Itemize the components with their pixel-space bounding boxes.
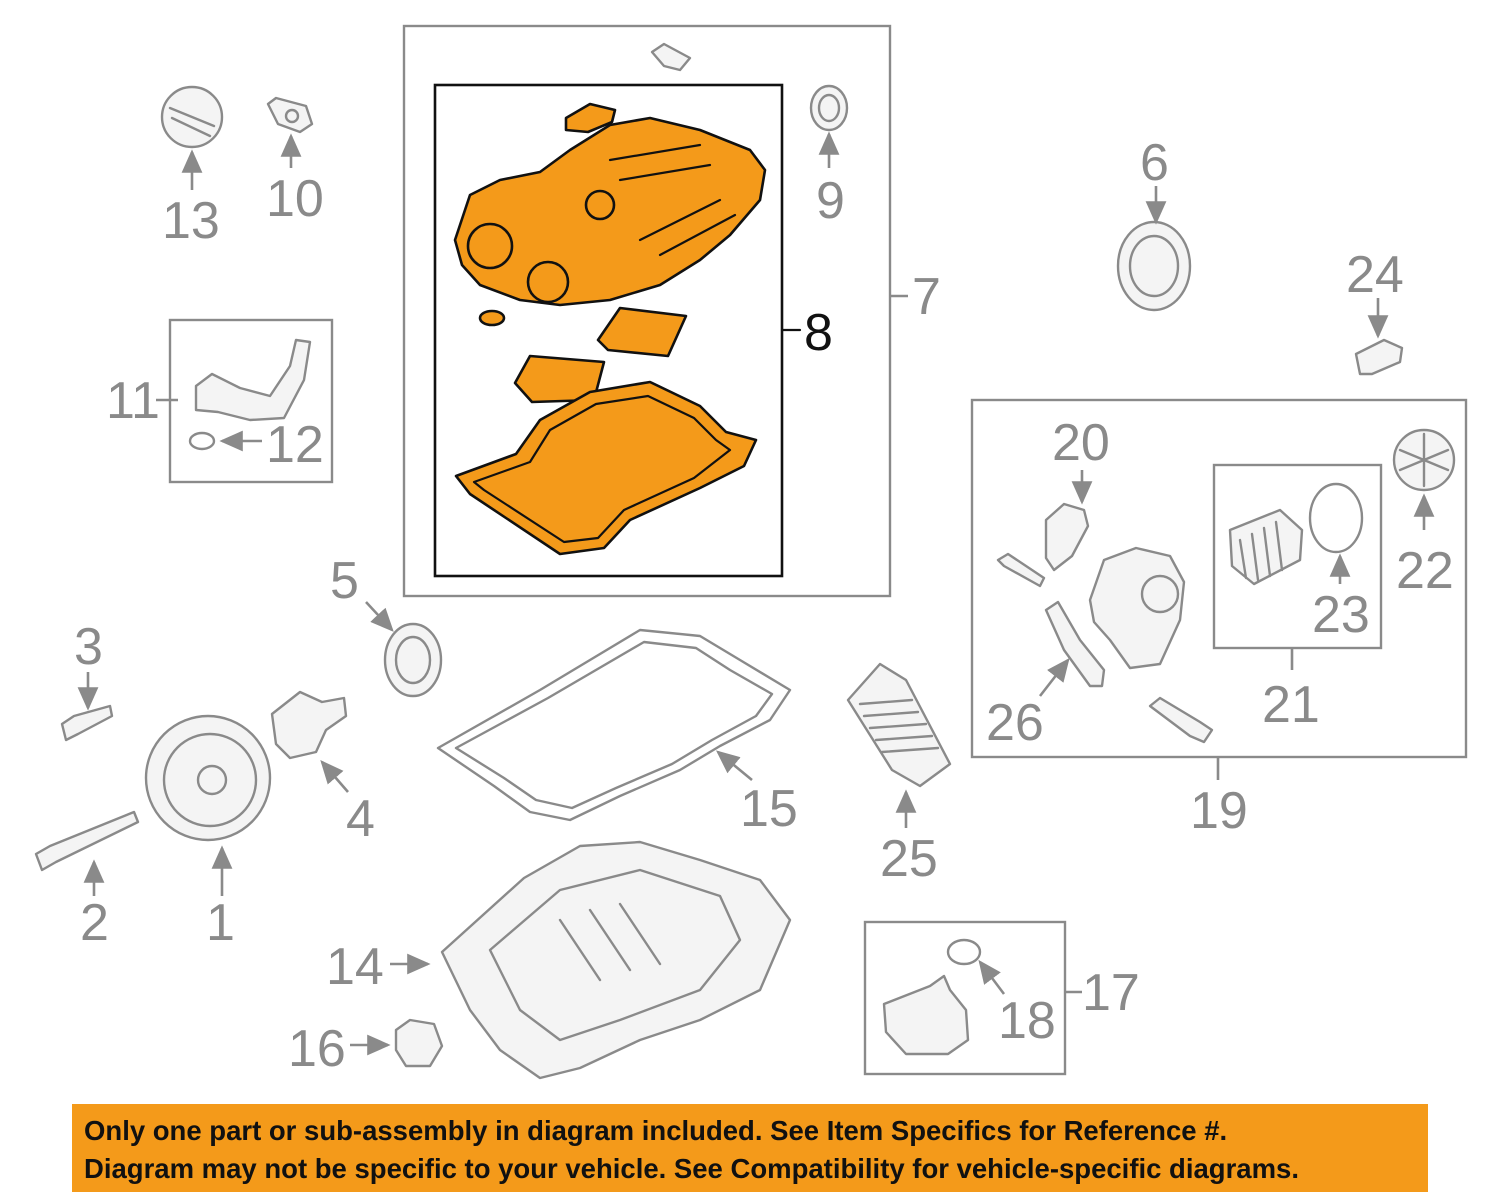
callout-22: 22 — [1396, 542, 1454, 600]
cap-part-22-spokes — [1398, 432, 1450, 488]
plug-part-16 — [394, 1018, 444, 1068]
bolt-part-b — [1148, 696, 1214, 744]
assembly-box-19 — [970, 398, 1468, 759]
callout-24: 24 — [1346, 246, 1404, 304]
seal-part-5 — [383, 622, 443, 698]
oil-filter-housing-port — [1140, 574, 1180, 614]
seal-part-9 — [809, 84, 849, 132]
callout-14: 14 — [326, 938, 384, 996]
leader-4 — [320, 760, 349, 793]
gasket-part-15 — [436, 628, 792, 822]
callout-21: 21 — [1262, 676, 1320, 734]
bracket-part-20 — [1044, 502, 1090, 572]
callout-4: 4 — [346, 790, 375, 848]
pipe-part-11 — [194, 338, 312, 422]
callout-13: 13 — [162, 192, 220, 250]
oil-pan-part-14-inner — [488, 868, 742, 1042]
callout-19: 19 — [1190, 782, 1248, 840]
gasket-b-highlight — [513, 354, 606, 404]
damper-part-4 — [270, 690, 348, 760]
gasket-part-15-inner — [454, 640, 774, 810]
callout-5: 5 — [330, 552, 359, 610]
callout-20: 20 — [1052, 414, 1110, 472]
pulley-part-1-ring — [162, 732, 258, 828]
oring-part-18 — [946, 938, 982, 966]
valve-cover-port-3 — [584, 189, 616, 221]
bracket-part — [650, 42, 692, 72]
bolt-part-3 — [60, 704, 114, 742]
valve-cover-ribs — [608, 143, 737, 257]
bolt-part-a — [996, 552, 1046, 588]
oil-pan-part-14 — [440, 840, 792, 1080]
callout-12: 12 — [266, 416, 324, 474]
gasket-part-10-hole — [284, 108, 300, 124]
seal-part-6-inner — [1128, 234, 1180, 298]
callout-9: 9 — [816, 172, 845, 230]
oring-highlight — [478, 309, 506, 327]
filter-element-ribs — [1238, 520, 1284, 582]
assembly-box-21 — [1212, 463, 1383, 650]
callout-16: 16 — [288, 1020, 346, 1078]
callout-10: 10 — [266, 170, 324, 228]
assembly-box-7 — [402, 24, 892, 598]
valve-cover-port-1 — [466, 222, 514, 270]
disclaimer-banner: Only one part or sub-assembly in diagram… — [72, 1104, 1428, 1192]
callout-1: 1 — [206, 894, 235, 952]
sensor-part-24 — [1354, 338, 1404, 376]
oil-pan-part-14-ribs — [558, 902, 662, 982]
callout-15: 15 — [740, 780, 798, 838]
gasket-a-highlight — [596, 306, 688, 358]
oring-part-23 — [1308, 482, 1364, 554]
gasket-small-highlight — [564, 102, 617, 134]
callout-11: 11 — [106, 372, 160, 430]
gasket-part-10 — [266, 96, 314, 134]
leader-15 — [715, 750, 753, 782]
leader-26 — [1038, 657, 1070, 697]
callout-17: 17 — [1082, 964, 1140, 1022]
callout-23: 23 — [1312, 586, 1370, 644]
seal-part-5-inner — [394, 635, 432, 685]
cap-part-13-grip — [168, 106, 216, 138]
callout-6: 6 — [1140, 134, 1169, 192]
pulley-part-1-hub — [196, 764, 228, 796]
sensor-part-17 — [882, 974, 970, 1056]
bolt-part-2 — [34, 810, 140, 872]
leader-18 — [978, 959, 1006, 995]
oil-cooler-part-25-fins — [858, 698, 940, 754]
seal-part-9-inner — [817, 93, 841, 123]
disclaimer-line-1: Only one part or sub-assembly in diagram… — [84, 1115, 1228, 1146]
valve-cover-port-2 — [526, 260, 570, 304]
callout-26: 26 — [986, 694, 1044, 752]
callout-18: 18 — [998, 992, 1056, 1050]
strap-part-26 — [1044, 600, 1106, 688]
callout-2: 2 — [80, 894, 109, 952]
oil-filter-housing — [1088, 546, 1186, 670]
callout-25: 25 — [880, 830, 938, 888]
gasket-large-inner — [472, 394, 732, 544]
callout-7: 7 — [912, 268, 941, 326]
oring-part-12 — [188, 431, 216, 451]
callout-8: 8 — [804, 304, 833, 362]
assembly-box-17 — [863, 920, 1067, 1076]
callout-3: 3 — [74, 618, 103, 676]
disclaimer-line-2: Diagram may not be specific to your vehi… — [84, 1153, 1299, 1184]
gasket-large-highlight — [454, 380, 758, 556]
leader-5 — [365, 601, 394, 632]
